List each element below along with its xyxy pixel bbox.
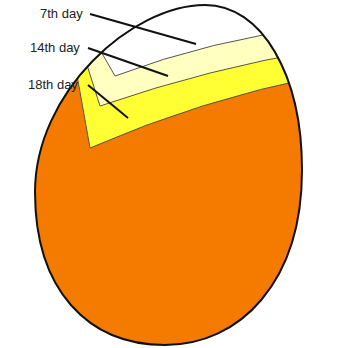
- air-cell-7: [60, 0, 338, 76]
- leader-line: [88, 85, 128, 118]
- day-label: 14th day: [30, 40, 80, 55]
- leader-line: [90, 14, 196, 44]
- leader-line: [88, 48, 168, 76]
- day-label: 7th day: [40, 6, 83, 21]
- egg-outline: [35, 5, 302, 345]
- air-cell-14: [60, 0, 338, 106]
- air-cell-18: [60, 0, 338, 148]
- day-label: 18th day: [28, 77, 78, 92]
